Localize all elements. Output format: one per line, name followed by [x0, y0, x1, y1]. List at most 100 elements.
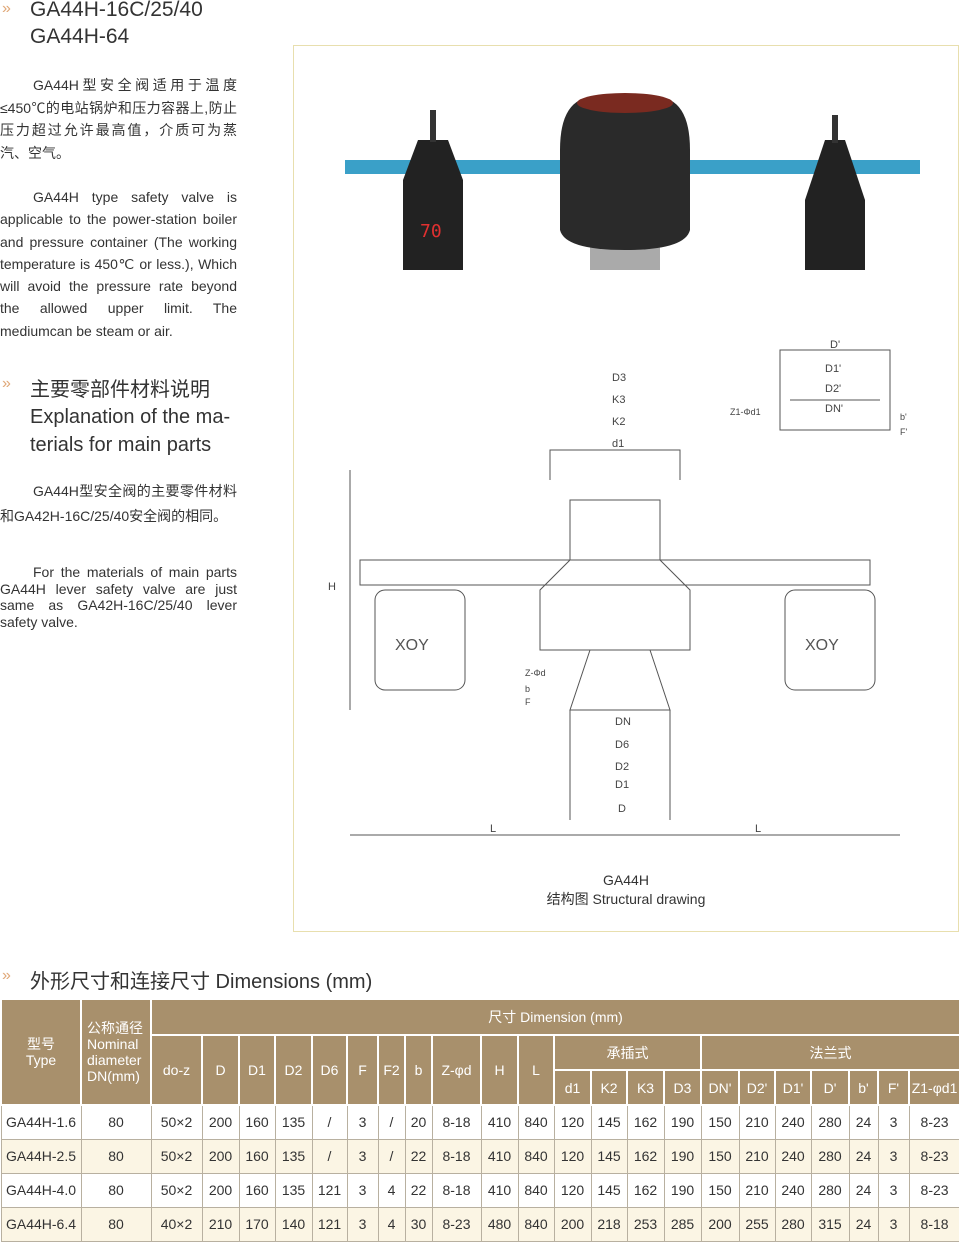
- column-header: F': [877, 1070, 910, 1106]
- table-cell: 50×2: [150, 1138, 203, 1174]
- column-header: F2: [377, 1035, 406, 1106]
- materials-title-en-1: Explanation of the ma-: [30, 406, 231, 428]
- header-socket: 承插式: [553, 1035, 702, 1071]
- table-cell: 140: [274, 1206, 313, 1242]
- table-cell: 410: [480, 1104, 519, 1140]
- dimensions-title: 外形尺寸和连接尺寸 Dimensions (mm): [30, 971, 373, 993]
- table-cell: 8-23: [908, 1138, 959, 1174]
- header-dn-en: Nominal diameter DN(mm): [87, 1036, 142, 1084]
- dim-F-prime: F': [900, 427, 907, 437]
- dim-d1: d1: [612, 438, 624, 450]
- table-cell: 190: [663, 1138, 702, 1174]
- table-cell: 3: [346, 1206, 379, 1242]
- table-cell: 20: [404, 1104, 433, 1140]
- table-cell: 22: [404, 1138, 433, 1174]
- column-header: D1: [238, 1035, 276, 1106]
- table-cell: 80: [80, 1104, 152, 1140]
- table-cell: 135: [274, 1172, 313, 1208]
- weight-mark-right: XOY: [805, 637, 839, 654]
- dim-D1-prime: D1': [825, 363, 841, 375]
- dim-L-left: L: [490, 823, 496, 835]
- dim-b-prime: b': [900, 412, 907, 422]
- table-cell: 170: [238, 1206, 276, 1242]
- column-header: D': [810, 1070, 850, 1106]
- table-cell: 840: [517, 1104, 555, 1140]
- column-header: K2: [590, 1070, 628, 1106]
- column-header: D3: [663, 1070, 702, 1106]
- table-cell: 4: [377, 1172, 406, 1208]
- header-type-en: Type: [25, 1052, 57, 1068]
- chevron-icon: »: [2, 967, 11, 984]
- table-cell: 285: [663, 1206, 702, 1242]
- table-cell: 210: [738, 1104, 776, 1140]
- table-cell: 190: [663, 1104, 702, 1140]
- table-cell: 3: [346, 1172, 379, 1208]
- table-cell: 3: [346, 1104, 379, 1140]
- table-cell: 145: [590, 1138, 628, 1174]
- table-cell: 8-18: [431, 1138, 482, 1174]
- table-cell: 840: [517, 1172, 555, 1208]
- column-header: D6: [311, 1035, 348, 1106]
- materials-cn: GA44H型安全阀的主要零件材料和GA42H-16C/25/40安全阀的相同。: [0, 483, 237, 524]
- table-cell: 120: [553, 1172, 592, 1208]
- table-cell: 160: [238, 1172, 276, 1208]
- column-header: D1': [774, 1070, 812, 1106]
- table-cell: 150: [700, 1172, 740, 1208]
- table-cell: /: [311, 1104, 348, 1140]
- column-header: Z-φd: [431, 1035, 482, 1106]
- table-cell: 240: [774, 1138, 812, 1174]
- column-header: b: [404, 1035, 433, 1106]
- table-cell: 210: [738, 1172, 776, 1208]
- table-cell: 480: [480, 1206, 519, 1242]
- table-cell: 120: [553, 1138, 592, 1174]
- table-cell: 150: [700, 1138, 740, 1174]
- table-cell: 121: [311, 1206, 348, 1242]
- table-cell: 3: [346, 1138, 379, 1174]
- table-cell: 253: [626, 1206, 665, 1242]
- table-cell: 3: [877, 1138, 910, 1174]
- figure-caption: 结构图 Structural drawing: [546, 891, 706, 907]
- table-cell: 8-23: [431, 1206, 482, 1242]
- table-cell: 150: [700, 1104, 740, 1140]
- table-cell: 160: [238, 1138, 276, 1174]
- column-header: DN': [700, 1070, 740, 1106]
- dim-K2: K2: [612, 416, 625, 428]
- dim-DN-prime: DN': [825, 403, 843, 415]
- weight-mark-left: XOY: [395, 637, 429, 654]
- column-header: D: [201, 1035, 240, 1106]
- dim-Z-d: Z-Φd: [525, 668, 546, 678]
- table-cell: 3: [877, 1104, 910, 1140]
- column-header: d1: [553, 1070, 592, 1106]
- chevron-icon: »: [2, 375, 11, 392]
- table-cell: 200: [700, 1206, 740, 1242]
- dim-L-right: L: [755, 823, 761, 835]
- table-cell: 160: [238, 1104, 276, 1140]
- table-cell: 315: [810, 1206, 850, 1242]
- right-weight: [805, 140, 865, 270]
- table-cell: 80: [80, 1138, 152, 1174]
- cell-type: GA44H-4.0: [0, 1172, 82, 1208]
- column-header: F: [346, 1035, 379, 1106]
- table-cell: 80: [80, 1172, 152, 1208]
- header-flange: 法兰式: [699, 1035, 959, 1071]
- column-header: b': [848, 1070, 879, 1106]
- table-cell: 24: [848, 1206, 879, 1242]
- table-cell: 280: [810, 1172, 850, 1208]
- materials-en: For the materials of main parts GA44H le…: [0, 564, 237, 630]
- dim-K3: K3: [612, 394, 625, 406]
- table-cell: 840: [517, 1206, 555, 1242]
- intro-cn: GA44H型安全阀适用于温度≤450℃的电站锅炉和压力容器上,防止压力超过允许最…: [0, 77, 237, 161]
- cell-type: GA44H-1.6: [0, 1104, 82, 1140]
- dim-D2-prime: D2': [825, 383, 841, 395]
- column-header: D2': [738, 1070, 776, 1106]
- structural-drawing: D3 K3 K2 d1 H DN D6 D2 D1 D L L D' D1' D…: [328, 340, 907, 836]
- dim-F: F: [525, 697, 531, 707]
- chevron-icon: »: [2, 0, 11, 17]
- column-header: K3: [626, 1070, 665, 1106]
- materials-title-en-2: terials for main parts: [30, 434, 212, 456]
- table-cell: 145: [590, 1172, 628, 1208]
